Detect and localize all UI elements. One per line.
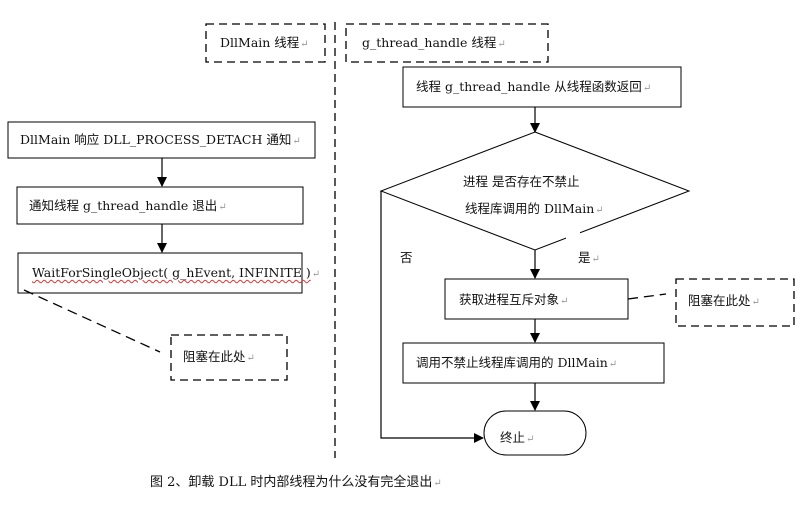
- right-step3-label: 调用不禁止线程库调用的 DllMain↵: [416, 355, 618, 370]
- no-label: 否: [400, 250, 413, 265]
- figure-caption: 图 2、卸载 DLL 时内部线程为什么没有完全退出↵: [150, 476, 442, 489]
- return-mark: ↵: [560, 296, 569, 307]
- right-step3-box: [402, 342, 665, 384]
- right-lane-title: g_thread_handle 线程↵: [362, 35, 506, 50]
- return-mark: ↵: [433, 478, 442, 489]
- decision-line2-text: 线程库调用的 DllMain: [465, 201, 595, 216]
- return-mark: ↵: [300, 39, 309, 50]
- left-note-text: 阻塞在此处: [183, 349, 246, 364]
- right-note-label: 阻塞在此处↵: [688, 293, 760, 308]
- right-step1-text: 线程 g_thread_handle 从线程函数返回: [416, 79, 642, 94]
- return-mark: ↵: [591, 254, 600, 265]
- right-step2-text: 获取进程互斥对象: [459, 292, 560, 307]
- return-mark: ↵: [311, 269, 321, 280]
- right-note-connector: [627, 293, 667, 300]
- terminal-text: 终止: [500, 430, 526, 445]
- return-mark: ↵: [292, 136, 301, 147]
- left-step1-box: [7, 121, 316, 159]
- left-step1-label: DllMain 响应 DLL_PROCESS_DETACH 通知↵: [20, 132, 301, 147]
- right-note-box: [675, 278, 795, 327]
- left-lane-title-text: DllMain 线程: [220, 35, 300, 50]
- left-step3-box: [17, 252, 303, 294]
- no-branch-line: [380, 191, 484, 443]
- decision-line1: 进程 是否存在不禁止: [463, 174, 580, 189]
- terminal-shape: [483, 410, 587, 456]
- left-note-label: 阻塞在此处↵: [183, 349, 255, 364]
- right-step2-label: 获取进程互斥对象↵: [459, 292, 569, 307]
- return-mark: ↵: [642, 83, 652, 94]
- return-mark: ↵: [497, 39, 506, 50]
- decision-line2: 线程库调用的 DllMain↵: [465, 201, 604, 216]
- return-mark: ↵: [608, 359, 618, 370]
- right-lane-title-box: [345, 23, 549, 63]
- right-lane-title-text: g_thread_handle 线程: [362, 35, 497, 50]
- yes-label: 是↵: [578, 250, 600, 265]
- left-step2-label: 通知线程 g_thread_handle 退出↵: [29, 198, 227, 213]
- left-note-connector: [23, 289, 161, 353]
- right-step2-box: [444, 278, 629, 320]
- right-step3-text: 调用不禁止线程库调用的 DllMain: [416, 355, 608, 370]
- return-mark: ↵: [218, 202, 227, 213]
- left-lane-title-box: [205, 23, 326, 63]
- decision-diamond: [379, 131, 691, 251]
- left-step2-text: 通知线程 g_thread_handle 退出: [29, 198, 218, 213]
- left-lane-title: DllMain 线程↵: [220, 35, 309, 50]
- yes-label-text: 是: [578, 250, 591, 265]
- return-mark: ↵: [595, 205, 604, 216]
- left-step3-label: WaitForSingleObject( g_hEvent, INFINITE …: [32, 265, 321, 280]
- return-mark: ↵: [246, 353, 255, 364]
- return-mark: ↵: [526, 434, 535, 445]
- right-step1-box: [402, 66, 682, 108]
- right-note-text: 阻塞在此处: [688, 293, 751, 308]
- left-step1-text: DllMain 响应 DLL_PROCESS_DETACH 通知: [20, 132, 292, 147]
- right-step1-label: 线程 g_thread_handle 从线程函数返回↵: [416, 79, 652, 94]
- decision-line1-text: 进程 是否存在不禁止: [463, 174, 580, 189]
- left-note-box: [170, 334, 288, 381]
- caption-text: 图 2、卸载 DLL 时内部线程为什么没有完全退出: [150, 475, 433, 490]
- return-mark: ↵: [751, 297, 760, 308]
- left-step2-box: [16, 186, 304, 225]
- left-step3-text: WaitForSingleObject( g_hEvent, INFINITE …: [32, 265, 311, 280]
- terminal-label: 终止↵: [500, 430, 535, 445]
